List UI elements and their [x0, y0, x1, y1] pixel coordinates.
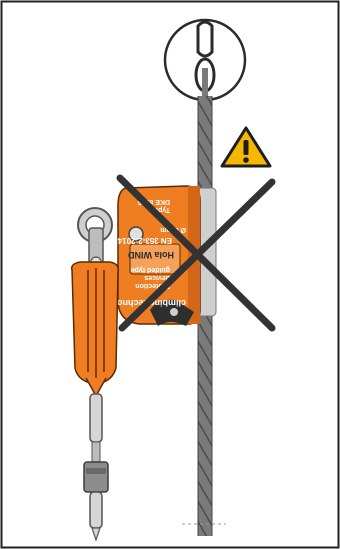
- device-small-line-2: guided type: [131, 266, 170, 273]
- anchor-carabiner-icon: [165, 20, 245, 100]
- energy-absorber: [72, 262, 119, 396]
- device-model: Hola WIND: [128, 250, 174, 260]
- device-standard: EN 353-2:2014: [117, 236, 172, 245]
- device-small-line-1: devices: [144, 274, 170, 281]
